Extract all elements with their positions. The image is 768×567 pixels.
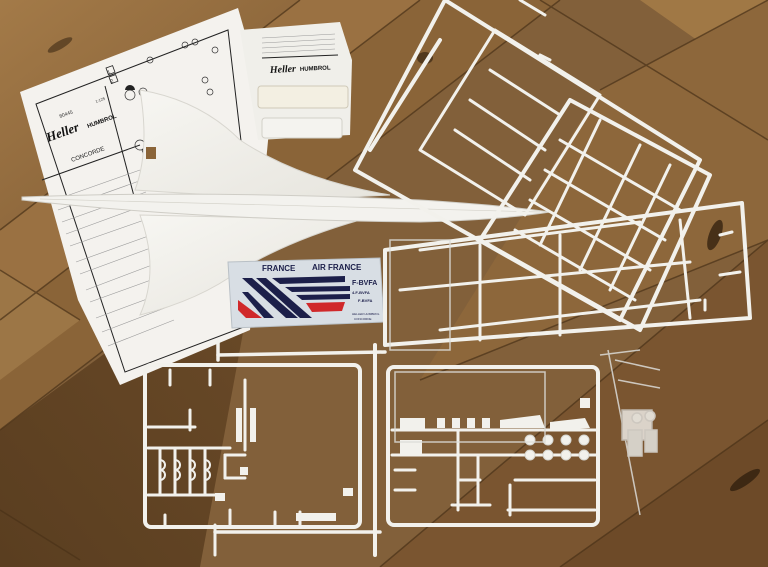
decal-registration-main: F-BVFA: [352, 280, 377, 287]
decal-registration-small: 4.F-BVFA: [352, 290, 370, 295]
sprue-top-right-2: [478, 98, 712, 332]
kit-number: 80445: [59, 109, 74, 119]
sprue-left-bottom: [143, 343, 382, 557]
sprue-right: [383, 201, 752, 347]
fuselage-parts: [257, 85, 349, 139]
decal-footer: HELLER HUMBROL: [352, 312, 380, 316]
step-number: 1: [107, 69, 112, 76]
decal-text-france: FRANCE: [262, 264, 296, 273]
brand-heller-secondary: Heller: [269, 64, 297, 76]
sprue-top-right-1: [353, 0, 702, 322]
decal-livery-stripes: [238, 276, 350, 318]
step-number: 2: [110, 78, 115, 85]
kit-scale: 1:125: [95, 96, 107, 104]
brand-humbrol-secondary: HUMBROL: [300, 65, 331, 73]
instruction-sheet-secondary: Heller HUMBROL: [240, 22, 352, 140]
decal-footer: CONCORDE: [354, 317, 372, 321]
decal-text-air-france: AIR FRANCE: [312, 263, 362, 272]
sprue-center-bottom: [386, 365, 600, 527]
decal-registration-small: F-BVFA: [358, 298, 373, 303]
concorde-model: [21, 89, 551, 316]
sprue-connector-runner: [216, 338, 387, 362]
decal-sheet: FRANCE AIR FRANCE F-BVFA 4.F-BVFA F-BVFA…: [227, 257, 385, 329]
sprue-clear: [389, 239, 661, 516]
